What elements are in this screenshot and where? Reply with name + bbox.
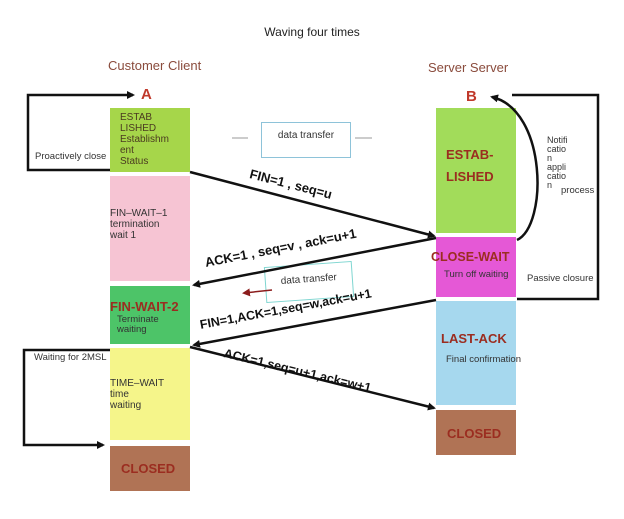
data-transfer-label-top: data transfer: [277, 130, 335, 141]
proactive-close-label: Proactively close: [35, 151, 107, 162]
server-last-ack-label: LAST-ACK: [441, 331, 507, 346]
server-letter: B: [466, 88, 477, 105]
server-close-wait-label: CLOSE-WAIT: [431, 250, 510, 264]
client-time-wait-label: TIME–WAIT time waiting: [110, 378, 165, 411]
server-established-block: [436, 108, 516, 233]
server-close-wait-block: [436, 237, 516, 297]
process-label: process: [561, 185, 595, 196]
wait-2msl-label: Waiting for 2MSL: [34, 352, 107, 363]
client-fin-wait-2-block: [110, 286, 190, 344]
data-transfer-box-top: data transfer: [261, 122, 351, 158]
client-fin-wait-2-label: FIN-WAIT-2: [110, 299, 179, 314]
server-passive-loop: [512, 93, 600, 301]
client-fin-wait-1-label: FIN–WAIT–1 termination wait 1: [110, 208, 168, 241]
data-transfer-arrow-mid: [242, 288, 273, 297]
server-close-wait-sublabel: Turn off waiting: [444, 269, 509, 280]
server-last-ack-sublabel: Final confirmation: [446, 354, 521, 365]
client-established-block: [110, 108, 190, 172]
arrow-m3: [192, 298, 437, 348]
server-closed-block: [436, 410, 516, 455]
arrow-m1: [189, 170, 436, 239]
notify-application-label: Notifi catio n appli catio n: [547, 135, 568, 190]
client-time-wait-block: [110, 348, 190, 440]
client-2msl-loop: [22, 348, 110, 449]
client-established-label: ESTAB LISHED Establishm ent Status: [120, 112, 169, 167]
server-heading: Server Server: [428, 60, 509, 75]
client-closed-label: CLOSED: [121, 461, 176, 476]
server-established-label: ESTAB- LISHED: [446, 147, 494, 184]
client-letter: A: [141, 86, 152, 103]
server-last-ack-block: [436, 301, 516, 405]
client-fin-wait-1-block: [110, 176, 190, 281]
passive-closure-label: Passive closure: [527, 273, 594, 284]
client-heading: Customer Client: [108, 58, 202, 73]
client-close-loop: [26, 91, 135, 172]
server-closed-label: CLOSED: [447, 426, 502, 441]
server-notify-loop: [490, 94, 539, 242]
diagram-title: Waving four times: [264, 25, 360, 39]
client-fin-wait-2-sublabel: Terminate waiting: [117, 314, 159, 335]
client-closed-block: [110, 446, 190, 491]
arrow-m2: [192, 236, 437, 288]
arrow-m4: [189, 345, 436, 411]
